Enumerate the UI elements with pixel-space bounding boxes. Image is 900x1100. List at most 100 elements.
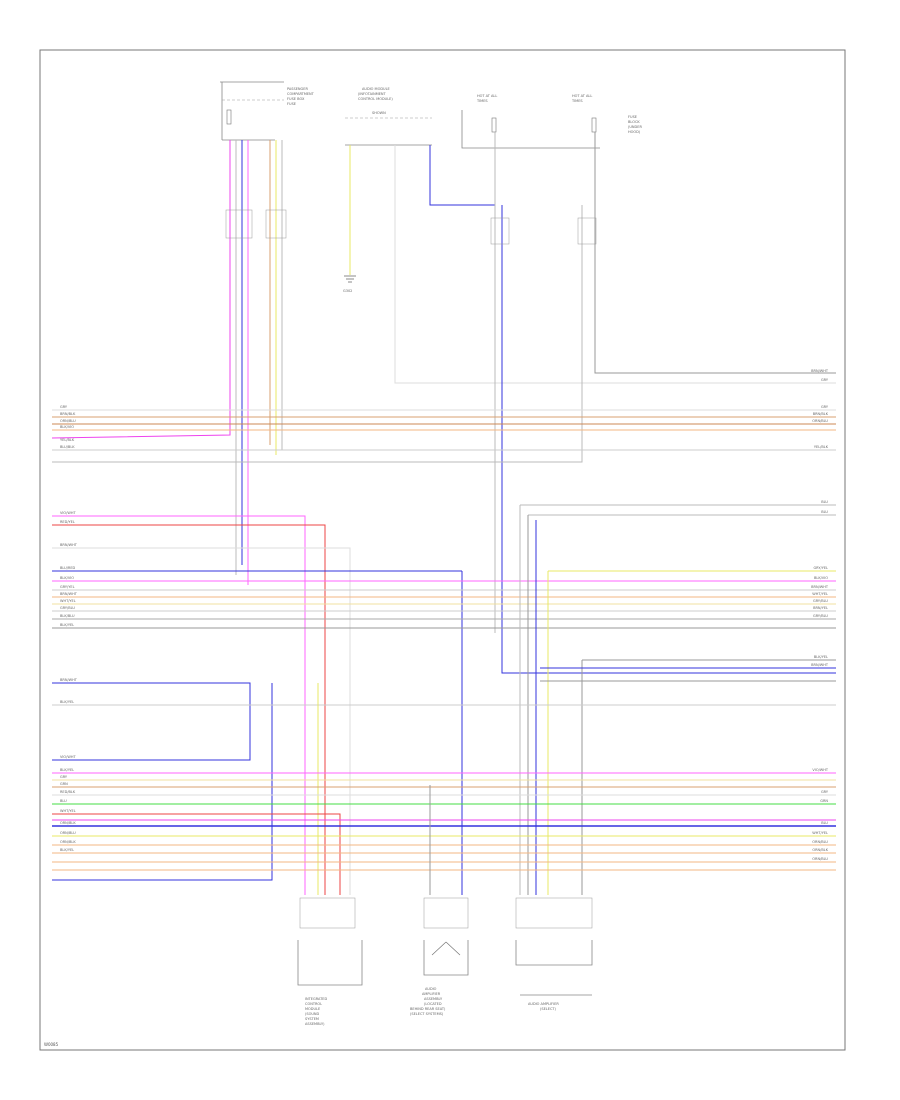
top-right-fuse-b-label-1: HOT AT ALL xyxy=(572,94,592,98)
top-right-fuse-a: HOT AT ALL TIMES xyxy=(461,94,600,149)
top-center-module-label-3: CONTROL MODULE) xyxy=(358,97,393,101)
left-wire-label: VIO/WHT xyxy=(60,755,76,759)
right-wire-label: BLK/YEL xyxy=(814,655,828,659)
left-wire-label: WHT/YEL xyxy=(60,599,76,603)
right-wire-label: BRN/BLK xyxy=(813,412,829,416)
top-left-fuse-label-2: COMPARTMENT xyxy=(287,92,315,96)
right-wire-label: GRY/BLU xyxy=(813,614,828,618)
left-wire-label: ORN/BLK xyxy=(60,840,76,844)
left-wire-label: ORN/BLK xyxy=(60,821,76,825)
left-wire-label: BLK/YEL xyxy=(60,848,74,852)
diagram-frame xyxy=(39,49,846,1051)
left-wire-label: BLK/YEL xyxy=(60,768,74,772)
bottom-left-label-6: ASSEMBLY) xyxy=(305,1022,325,1026)
left-wire-label: BLU/RED xyxy=(60,566,76,570)
bottom-left-label-4: (SOUND xyxy=(305,1012,320,1016)
bottom-left-label-1: INTEGRATED xyxy=(305,997,327,1001)
top-connectors xyxy=(225,209,597,245)
top-right-fuse-b-label-2: TIMES xyxy=(571,99,583,103)
bottom-right-label-1: AUDIO AMPLIFIER xyxy=(528,1002,559,1006)
left-wire-label: ORN/BLU xyxy=(60,419,76,423)
footer-code: W0085 xyxy=(44,1042,59,1047)
top-right-fuse-a-label-2: TIMES xyxy=(476,99,488,103)
left-wire-label: VIO/WHT xyxy=(60,511,76,515)
right-wire-label: BRN/WHT xyxy=(811,663,829,667)
right-wire-label: ORN/BLU xyxy=(812,840,828,844)
right-wire-label: BLK/VIO xyxy=(814,576,828,580)
bottom-left-module: INTEGRATED CONTROL MODULE (SOUND SYSTEM … xyxy=(297,897,363,1026)
right-wire-label: WHT/YEL xyxy=(812,831,828,835)
left-wire-label: BRN/WHT xyxy=(60,678,78,682)
top-left-fuse: PASSENGER COMPARTMENT FUSE BOX FUSE xyxy=(220,81,315,141)
right-wire-label: ORN/BLU xyxy=(812,857,828,861)
bottom-center-label-1: AUDIO xyxy=(425,987,437,991)
bottom-left-label-5: SYSTEM xyxy=(305,1017,319,1021)
left-wire-label: GRY xyxy=(60,405,68,409)
right-wire-label: BRN/YEL xyxy=(813,606,828,610)
right-wire-label: ORN/BLK xyxy=(812,848,828,852)
left-wire-label: GRY/BLU xyxy=(60,606,75,610)
left-wire-label: RED/YEL xyxy=(60,520,75,524)
bottom-right-label-2: (SELECT) xyxy=(540,1007,557,1011)
left-wire-label: GRY/YEL xyxy=(60,585,75,589)
right-wire-label: GRY/BLU xyxy=(813,599,828,603)
left-wire-label: BLK/YEL xyxy=(60,623,74,627)
right-wire-label: ORN/BLU xyxy=(812,419,828,423)
right-wire-label: GRY/YEL xyxy=(813,566,828,570)
right-wire-label: BRN/WHT xyxy=(811,369,829,373)
top-right-fuse-b-label-4: BLOCK xyxy=(628,120,640,124)
top-right-fuse-a-label-1: HOT AT ALL xyxy=(477,94,497,98)
left-wire-label: BLU xyxy=(60,799,67,803)
top-left-fuse-label-4: FUSE xyxy=(287,102,296,106)
left-wire-labels: GRY BRN/BLK ORN/BLU BLK/VIO YEL/BLK BLU/BLK VI… xyxy=(60,405,78,852)
right-wire-label: GRY xyxy=(821,378,829,382)
bottom-left-label-3: MODULE xyxy=(305,1007,320,1011)
left-wire-label: BLK/BLU xyxy=(60,614,75,618)
bottom-center-module: AUDIO AMPLIFIER ASSEMBLY (LOCATED BEHIND… xyxy=(410,897,469,1016)
right-wire-label: WHT/YEL xyxy=(812,592,828,596)
left-wire-label: GRY xyxy=(60,775,68,779)
right-wire-label: BLU xyxy=(821,500,828,504)
bottom-center-label-5: BEHIND REAR SEAT) xyxy=(410,1007,446,1011)
top-center-module-label-4: SHOWN xyxy=(372,111,386,115)
bottom-left-label-2: CONTROL xyxy=(305,1002,322,1006)
left-wire-label: BLK/VIO xyxy=(60,576,74,580)
right-wire-label: BLU xyxy=(821,821,828,825)
left-wire-label: ORN/BLU xyxy=(60,831,76,835)
bottom-center-label-2: AMPLIFIER xyxy=(422,992,441,996)
right-wire-label: GRY xyxy=(821,405,829,409)
right-wire-label: VIO/WHT xyxy=(812,768,828,772)
bottom-center-label-3: ASSEMBLY xyxy=(424,997,443,1001)
right-wire-label: BLU xyxy=(821,510,828,514)
left-wire-label: BLU/BLK xyxy=(60,445,75,449)
top-right-fuse-b-label-3: FUSE xyxy=(628,115,637,119)
left-wire-label: BRN/WHT xyxy=(60,543,78,547)
top-right-fuse-b-label-6: HOOD) xyxy=(628,130,641,134)
ground-label: G302 xyxy=(343,289,352,293)
left-wire-label: RED/BLK xyxy=(60,790,76,794)
left-wire-label: BLK/VIO xyxy=(60,425,74,429)
right-wire-labels: BRN/WHT GRY GRY BRN/BLK ORN/BLU YEL/BLK BLU BLU… xyxy=(811,369,829,861)
left-wire-label: BLK/YEL xyxy=(60,700,74,704)
top-right-fuse-b: HOT AT ALL TIMES FUSE BLOCK (UNDER HOOD) xyxy=(571,94,642,134)
top-left-fuse-label-1: PASSENGER xyxy=(287,87,308,91)
bottom-right-module: AUDIO AMPLIFIER (SELECT) xyxy=(515,897,593,1011)
top-center-module-label-2: (INFOTAINMENT xyxy=(358,92,387,96)
vertical-wires xyxy=(51,132,836,674)
fuse-symbols xyxy=(226,109,597,133)
bottom-center-label-6: (SELECT SYSTEMS) xyxy=(410,1012,444,1016)
left-wire-label: BRN/WHT xyxy=(60,592,78,596)
top-left-fuse-label-3: FUSE BOX xyxy=(287,97,305,101)
right-wire-label: GRN xyxy=(820,799,828,803)
bottom-center-label-4: (LOCATED xyxy=(424,1002,442,1006)
top-center-module-label-1: AUDIO MODULE xyxy=(362,87,390,91)
left-wire-label: YEL/BLK xyxy=(60,438,75,442)
left-wire-label: BRN/BLK xyxy=(60,412,76,416)
top-right-fuse-b-label-5: (UNDER xyxy=(628,125,642,129)
right-wire-label: YEL/BLK xyxy=(814,445,829,449)
right-wire-label: BRN/WHT xyxy=(811,585,829,589)
ground-g302: G302 xyxy=(343,145,356,293)
left-wire-label: GRN xyxy=(60,782,68,786)
left-wire-label: WHT/YEL xyxy=(60,809,76,813)
